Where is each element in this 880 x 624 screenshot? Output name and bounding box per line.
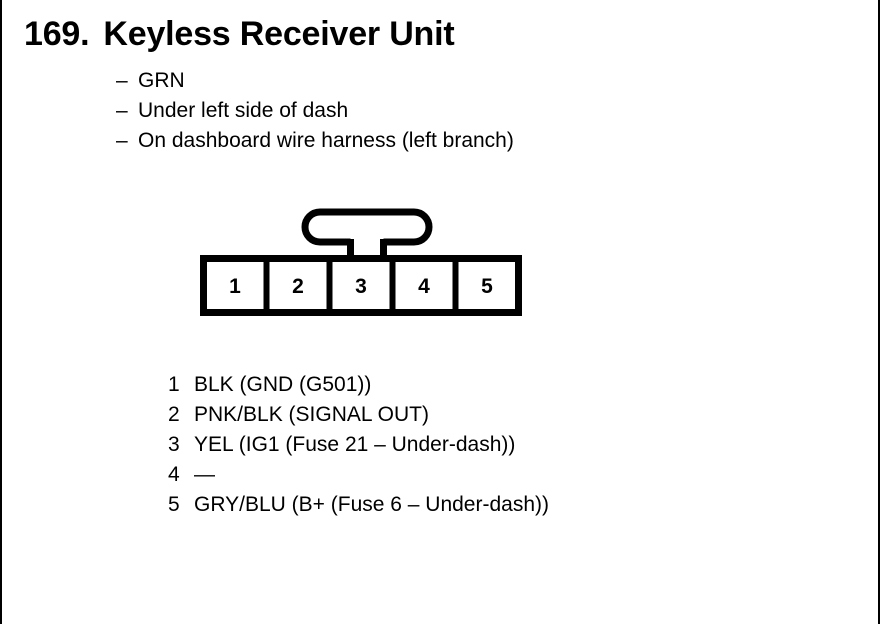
note-text: On dashboard wire harness (left branch) [138,129,514,152]
pin-legend-row: 3 YEL (IG1 (Fuse 21 – Under-dash)) [168,430,549,460]
note-list: – GRN – Under left side of dash – On das… [116,66,514,156]
dash-bullet-icon: – [116,129,128,152]
page-title: 169. Keyless Receiver Unit [24,14,455,54]
pin-legend-row: 4 — [168,460,549,490]
connector-svg: 1 2 3 4 5 [200,208,522,316]
pin-legend-description: GRY/BLU (B+ (Fuse 6 – Under-dash)) [194,493,550,516]
connector-diagram: 1 2 3 4 5 [196,204,536,320]
pin-legend-description: BLK (GND (G501)) [194,373,372,396]
pin-legend-description: — [194,463,215,486]
pin-cavity-number-1: 1 [229,275,241,298]
pin-legend-row: 2 PNK/BLK (SIGNAL OUT) [168,400,549,430]
page-left-border-rule [0,0,2,624]
note-item: – Under left side of dash [116,96,514,126]
pin-legend-row: 1 BLK (GND (G501)) [168,370,549,400]
title-text: Keyless Receiver Unit [103,15,455,53]
connector-body-outline [200,255,522,316]
latch-pill-outline [301,208,433,246]
pin-cavity-number-4: 4 [418,275,430,298]
note-item: – GRN [116,66,514,96]
pin-legend-list: 1 BLK (GND (G501)) 2 PNK/BLK (SIGNAL OUT… [168,370,549,520]
connector-latch-tab-icon [301,208,433,258]
pin-legend-number: 2 [168,403,180,426]
note-text: Under left side of dash [138,99,349,122]
pin-cavity-number-5: 5 [481,275,493,298]
pin-legend-number: 5 [168,493,180,516]
title-item-number: 169. [24,15,90,53]
note-item: – On dashboard wire harness (left branch… [116,126,514,156]
dash-bullet-icon: – [116,99,128,122]
note-text: GRN [138,69,185,92]
pin-legend-row: 5 GRY/BLU (B+ (Fuse 6 – Under-dash)) [168,490,549,520]
pin-legend-description: PNK/BLK (SIGNAL OUT) [194,403,429,426]
page-right-border-rule [878,0,880,624]
pin-cavity-number-3: 3 [355,275,367,298]
dash-bullet-icon: – [116,69,128,92]
pin-legend-number: 3 [168,433,180,456]
pin-legend-number: 4 [168,463,180,486]
pin-legend-number: 1 [168,373,180,396]
pin-legend-description: YEL (IG1 (Fuse 21 – Under-dash)) [194,433,516,456]
pin-cavity-number-2: 2 [292,275,304,298]
